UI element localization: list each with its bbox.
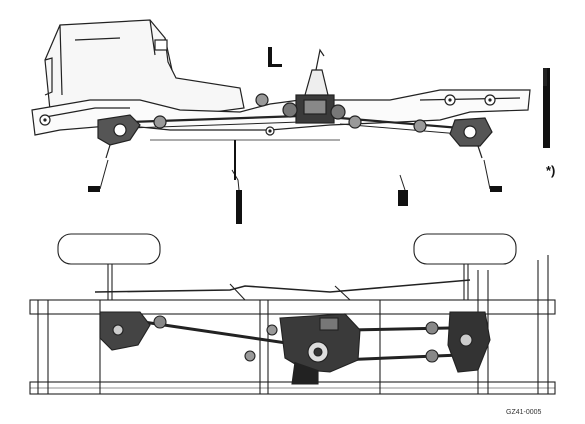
plan-view bbox=[29, 233, 556, 395]
left-knuckle-plan bbox=[99, 311, 167, 351]
steering-gear-plan bbox=[244, 313, 361, 385]
steering-gear-box bbox=[153, 48, 427, 133]
left-wheel bbox=[57, 233, 161, 300]
side-view bbox=[31, 19, 550, 224]
right-wheel bbox=[413, 233, 517, 300]
figure-code: GZ41-0005 bbox=[506, 409, 542, 416]
right-knuckle-plan bbox=[425, 311, 491, 373]
drag-link bbox=[94, 279, 471, 301]
footnote-marker: *) bbox=[546, 163, 555, 178]
callout-flags bbox=[88, 47, 550, 224]
right-steering-knuckle bbox=[449, 117, 493, 159]
left-steering-knuckle bbox=[97, 114, 141, 159]
